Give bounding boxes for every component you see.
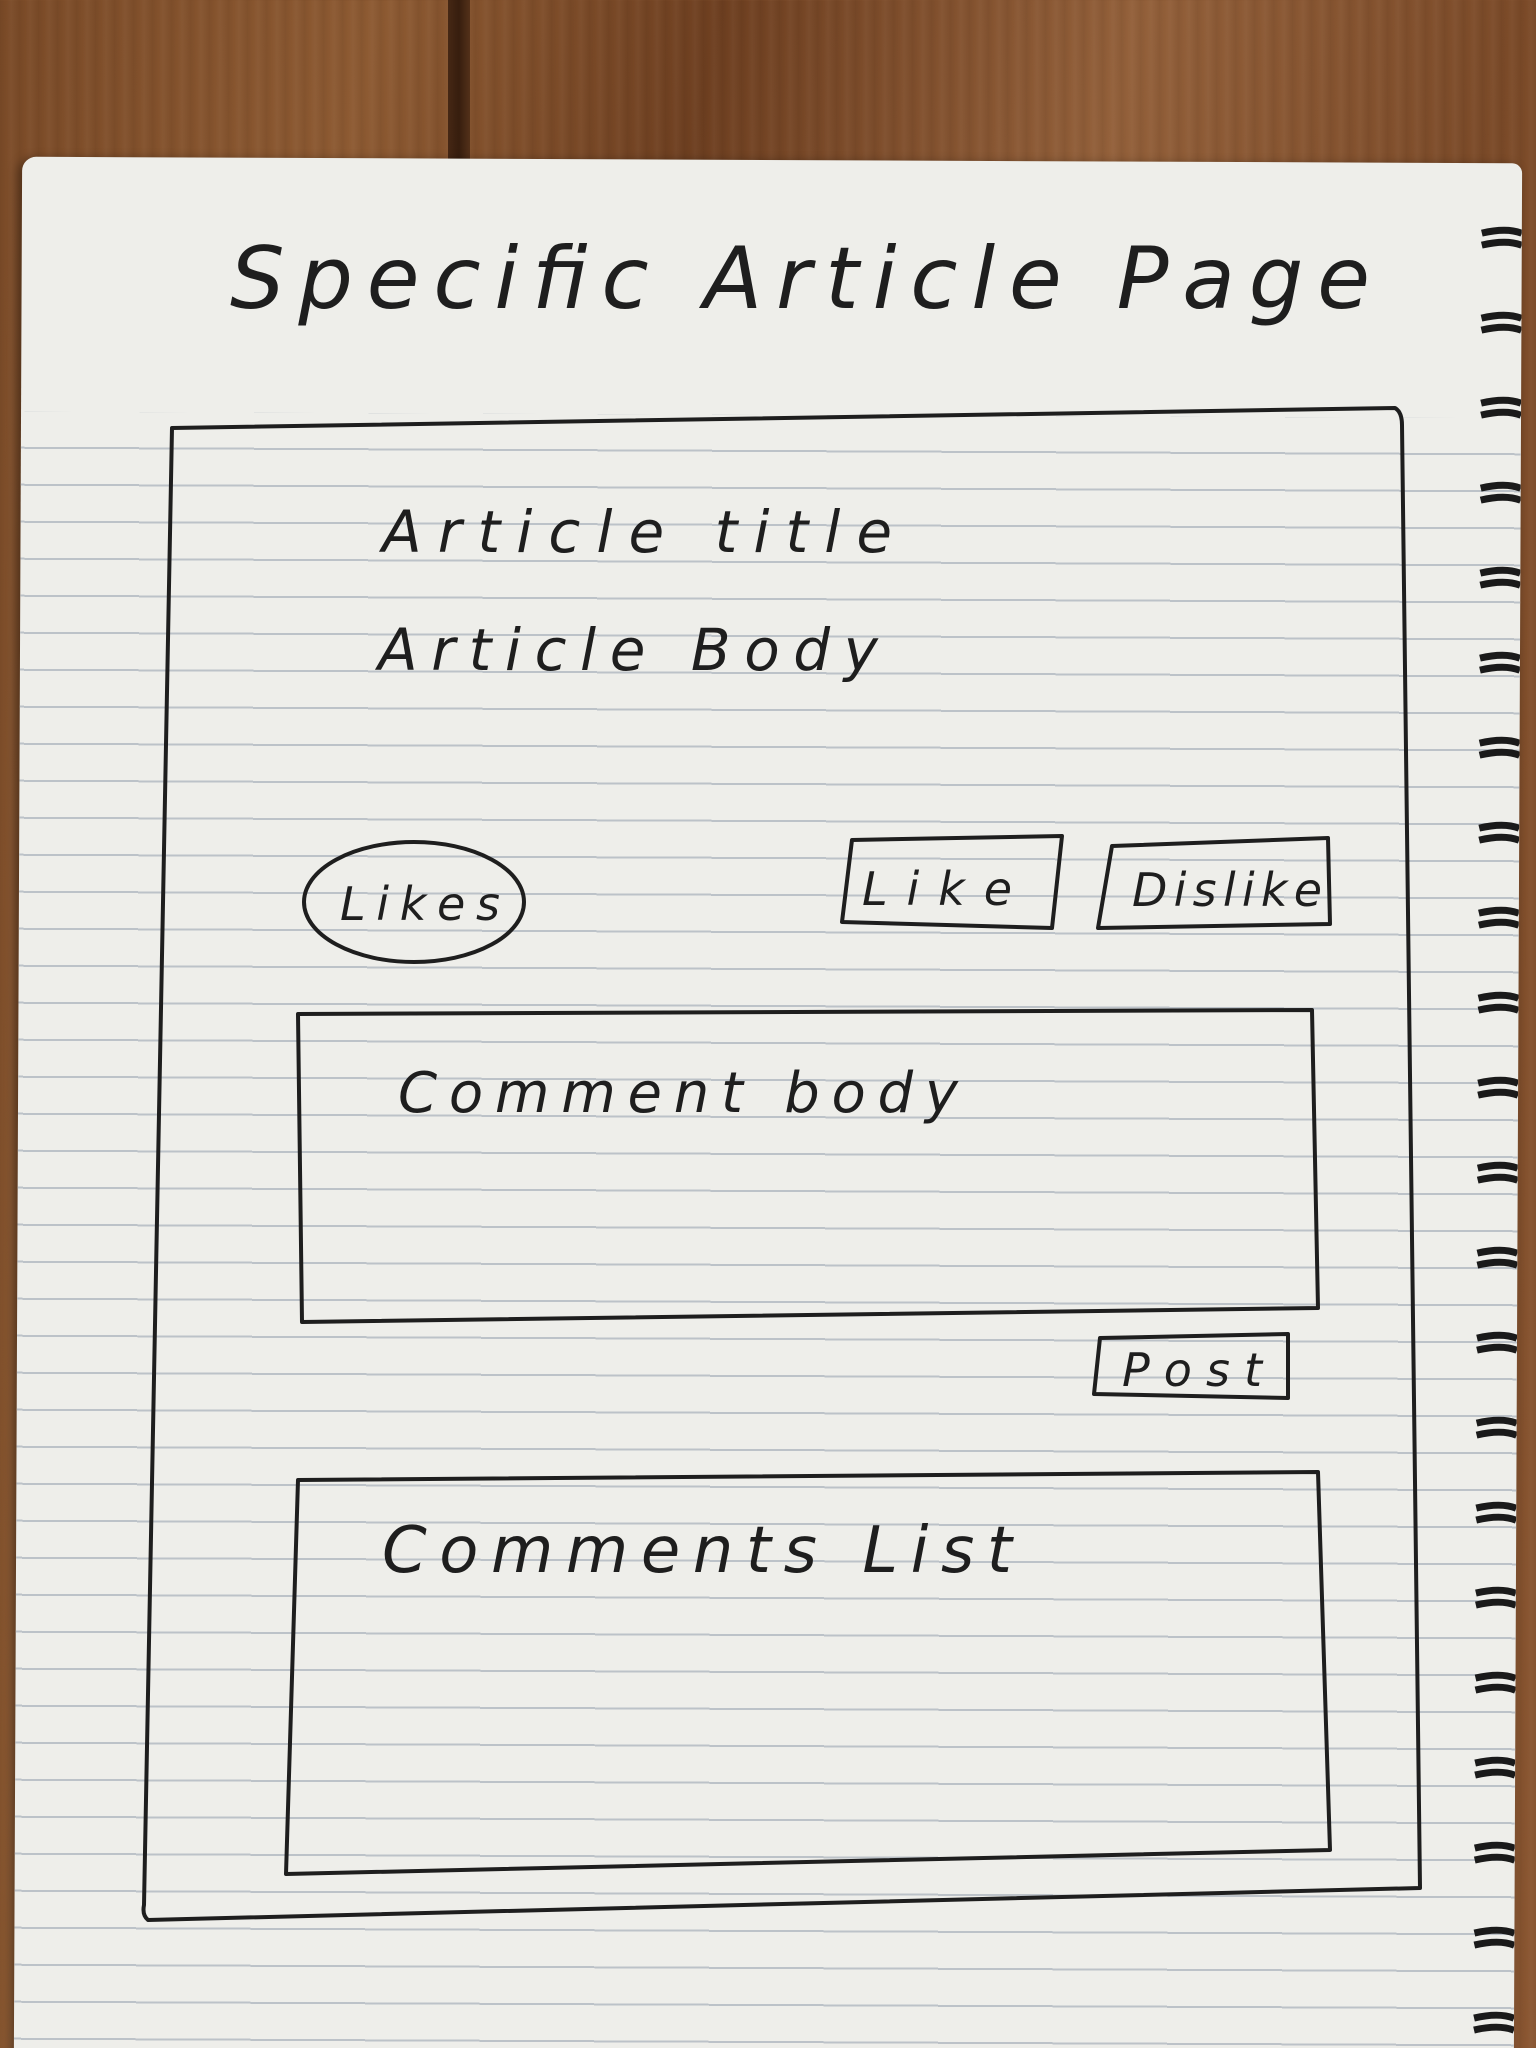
- page-heading: Specific Article Page: [230, 229, 1370, 329]
- dislike-button[interactable]: Dislike: [1096, 836, 1332, 930]
- post-button-label: Post: [1122, 1343, 1264, 1397]
- comment-body-placeholder: Comment body: [398, 1061, 959, 1126]
- article-body: Article Body: [374, 616, 879, 684]
- notebook-page: [13, 156, 1523, 2048]
- page-frame: [141, 406, 1422, 1922]
- dislike-button-label: Dislike: [1132, 863, 1322, 917]
- like-button[interactable]: Like: [840, 834, 1064, 930]
- post-comment-button[interactable]: Post: [1092, 1332, 1290, 1400]
- comments-list-label: Comments List: [382, 1514, 1015, 1588]
- comment-body-input[interactable]: Comment body: [296, 1008, 1320, 1324]
- like-button-label: Like: [862, 862, 1012, 916]
- wood-plank-seam: [448, 0, 470, 170]
- article-title: Article title: [378, 498, 892, 566]
- comments-list: Comments List: [284, 1470, 1332, 1876]
- likes-count-badge: Likes: [302, 840, 526, 964]
- spiral-binding: [1473, 226, 1522, 2034]
- likes-label: Likes: [340, 877, 500, 931]
